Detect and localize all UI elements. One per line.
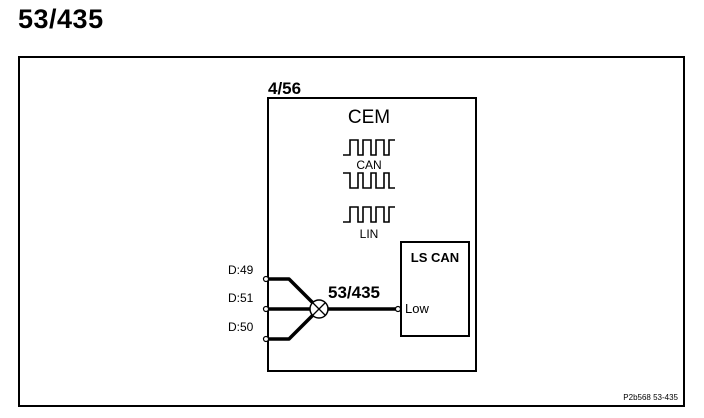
low-pin-label: Low [405,301,429,316]
connector-id-label: 53/435 [328,283,380,302]
splice-icon [309,299,329,319]
cem-module-box [267,97,477,372]
pin-label-d50: D:50 [228,320,254,334]
can-signal-label: CAN [356,158,381,172]
module-id-label: 4/56 [268,79,301,98]
page-title: 53/435 [18,4,104,34]
ls-can-label: LS CAN [411,250,459,265]
lin-waveform-icon [343,206,395,223]
diagram-frame [18,56,685,407]
lin-signal-label: LIN [360,227,379,241]
pin-label-d51: D:51 [228,291,254,305]
wire-harness [266,277,398,341]
terminal-pin-icons [262,275,402,343]
can-waveform-icon [343,139,395,189]
ls-can-box [400,241,470,337]
module-name-label: CEM [348,107,390,128]
pin-label-d49: D:49 [228,263,254,277]
reference-code: P2b568 53-435 [623,393,678,402]
